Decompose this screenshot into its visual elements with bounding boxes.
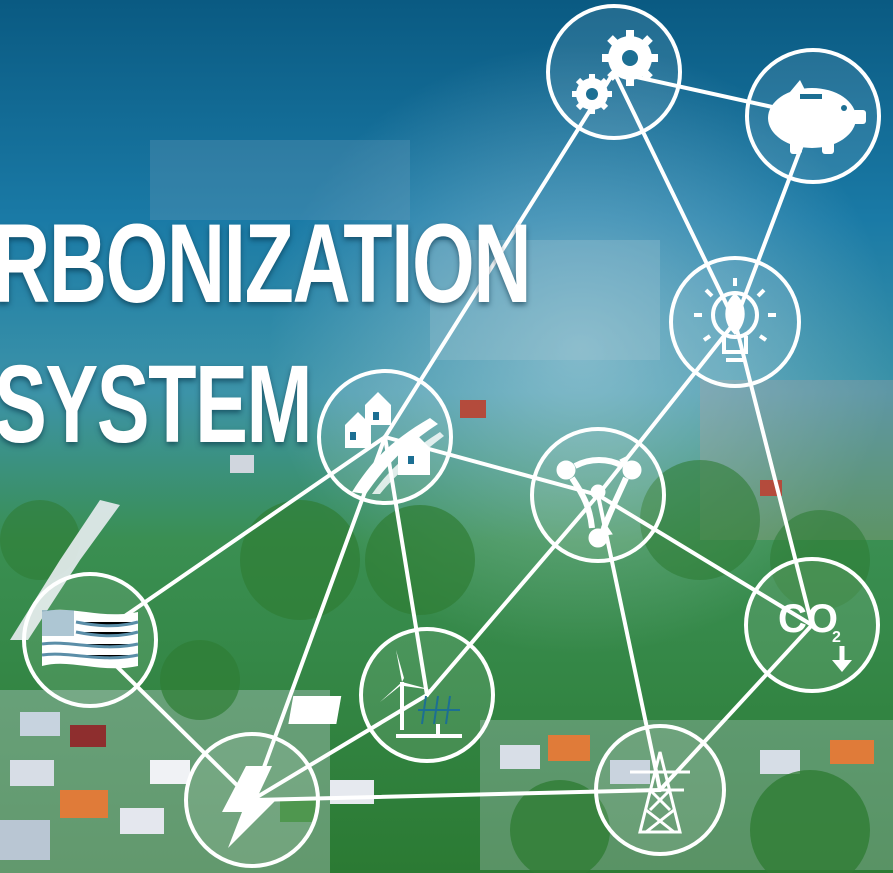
recycle-network-icon bbox=[556, 455, 642, 548]
headline-line-2: SYSTEM bbox=[0, 343, 312, 466]
node-emissions bbox=[744, 557, 880, 693]
headline-line-1: RBONIZATION bbox=[0, 201, 532, 326]
gears-icon bbox=[572, 30, 658, 114]
node-renewables bbox=[359, 627, 495, 763]
us-flag-icon bbox=[41, 609, 139, 669]
svg-text:CO: CO bbox=[778, 597, 838, 641]
lightning-icon bbox=[222, 766, 276, 848]
bridge-road bbox=[10, 500, 120, 640]
tree-canopy bbox=[0, 460, 870, 873]
lightbulb-leaf-icon bbox=[694, 278, 776, 362]
house-roofs bbox=[0, 400, 874, 860]
svg-text:2: 2 bbox=[832, 629, 841, 646]
wind-solar-icon bbox=[288, 650, 462, 738]
transmission-tower-icon bbox=[630, 751, 690, 834]
co2-reduction-icon: CO 2 bbox=[778, 597, 852, 672]
piggy-bank-icon bbox=[768, 80, 866, 154]
houses-road-icon bbox=[345, 392, 444, 494]
